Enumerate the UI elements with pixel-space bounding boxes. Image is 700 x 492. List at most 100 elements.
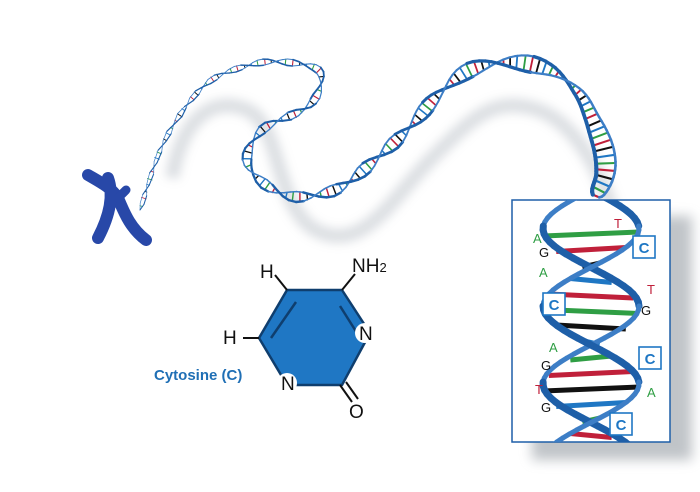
helix-strand-segment xyxy=(303,63,312,65)
base-label-G2: G xyxy=(641,303,651,318)
helix-strand-segment xyxy=(276,59,283,62)
helix-rung xyxy=(586,119,603,128)
atom-amine-sub: 2 xyxy=(379,260,386,275)
helix-strand-segment xyxy=(161,140,164,153)
helix-strand-segment xyxy=(241,65,249,71)
helix-strand-segment xyxy=(302,197,312,202)
helix-strand-segment xyxy=(455,65,463,72)
helix-rung xyxy=(236,65,239,72)
helix-strand-segment xyxy=(442,84,448,93)
helix-strand-segment xyxy=(349,173,355,182)
svg-text:C: C xyxy=(639,240,650,257)
helix-strand-segment xyxy=(339,186,347,194)
helix-rung xyxy=(384,142,394,152)
helix-strand-segment xyxy=(254,180,263,189)
helix-strand-segment xyxy=(202,79,209,87)
helix-strand-segment xyxy=(310,63,317,66)
helix-strand-segment xyxy=(248,138,256,145)
helix-rung xyxy=(522,54,527,72)
helix-strand-segment xyxy=(377,150,383,160)
dna-zoom-box xyxy=(511,190,692,460)
helix-rung xyxy=(210,76,215,83)
helix-strand-segment xyxy=(173,116,183,125)
helix-strand-segment xyxy=(276,61,283,65)
helix-strand-segment xyxy=(281,194,290,202)
box-strand-segment xyxy=(574,200,578,201)
helix-rung xyxy=(595,173,614,181)
helix-strand-segment xyxy=(181,107,187,118)
helix-strand-segment xyxy=(297,109,305,117)
helix-strand-segment xyxy=(142,184,150,195)
helix-strand-segment xyxy=(260,175,268,181)
helix-strand-segment xyxy=(235,68,243,73)
helix-strand-segment xyxy=(590,189,595,197)
helix-strand-segment xyxy=(148,173,155,186)
helix-rung xyxy=(291,190,295,203)
helix-strand-segment xyxy=(302,106,312,110)
helix-rung xyxy=(421,102,434,113)
helix-strand-segment xyxy=(405,127,411,137)
box-rung xyxy=(570,353,612,363)
helix-strand-segment xyxy=(410,115,415,124)
helix-strand-segment xyxy=(292,58,300,63)
helix-rung xyxy=(389,137,400,148)
helix-rung xyxy=(515,54,519,70)
helix-strand-segment xyxy=(315,84,321,92)
helix-strand-segment xyxy=(264,119,275,124)
helix-strand-segment xyxy=(412,110,418,118)
helix-rung xyxy=(165,132,171,136)
helix-strand-segment xyxy=(173,113,178,124)
helix-strand-segment xyxy=(309,93,315,101)
helix-strand-segment xyxy=(216,74,223,81)
helix-rung xyxy=(193,91,199,96)
atom-h-left: H xyxy=(223,328,237,349)
helix-strand-segment xyxy=(165,133,172,143)
base-label-T2: T xyxy=(647,282,655,297)
helix-strand-segment xyxy=(319,80,322,87)
atom-amine: NH2 xyxy=(352,256,387,277)
helix-strand-segment xyxy=(267,190,278,194)
helix-strand-segment xyxy=(448,73,454,82)
helix-rung xyxy=(311,63,315,71)
helix-rung xyxy=(541,60,548,75)
helix-strand-segment xyxy=(373,158,379,167)
cytosine-box-1: C xyxy=(632,235,656,259)
box-rung xyxy=(543,229,639,239)
helix-rung xyxy=(243,150,253,154)
molecule-caption: Cytosine (C) xyxy=(154,367,242,384)
helix-strand-segment xyxy=(258,64,265,67)
base-label-G1: G xyxy=(539,245,549,260)
box-rung xyxy=(570,431,612,440)
box-strand-segment xyxy=(583,190,591,194)
helix-strand-segment xyxy=(352,167,359,176)
helix-rung xyxy=(325,186,330,199)
helix-rung xyxy=(256,59,259,67)
box-rung xyxy=(570,276,612,285)
helix-strand-segment xyxy=(251,173,258,183)
helix-strand-segment xyxy=(143,195,148,205)
helix-rung xyxy=(177,113,183,118)
helix-strand-segment xyxy=(139,194,144,204)
helix-rung xyxy=(284,58,287,66)
svg-text:C: C xyxy=(645,351,656,368)
cytosine-box-2: C xyxy=(542,292,566,316)
helix-rung xyxy=(259,125,267,134)
helix-strand-segment xyxy=(185,97,191,109)
helix-rung xyxy=(528,55,535,74)
helix-strand-segment xyxy=(241,158,246,167)
helix-rung xyxy=(394,133,404,143)
helix-rung xyxy=(588,125,606,134)
atom-oxygen: O xyxy=(349,402,364,423)
helix-strand-segment xyxy=(287,198,298,204)
helix-strand-segment xyxy=(363,170,372,178)
helix-strand-segment xyxy=(451,69,458,76)
helix-rung xyxy=(264,58,266,66)
helix-strand-segment xyxy=(183,100,194,108)
helix-strand-segment xyxy=(291,64,299,67)
helix-strand-segment xyxy=(325,194,336,199)
helix-strand-segment xyxy=(267,62,274,65)
helix-strand-segment xyxy=(253,172,262,178)
helix-strand-segment xyxy=(597,195,604,199)
svg-text:C: C xyxy=(616,417,627,434)
